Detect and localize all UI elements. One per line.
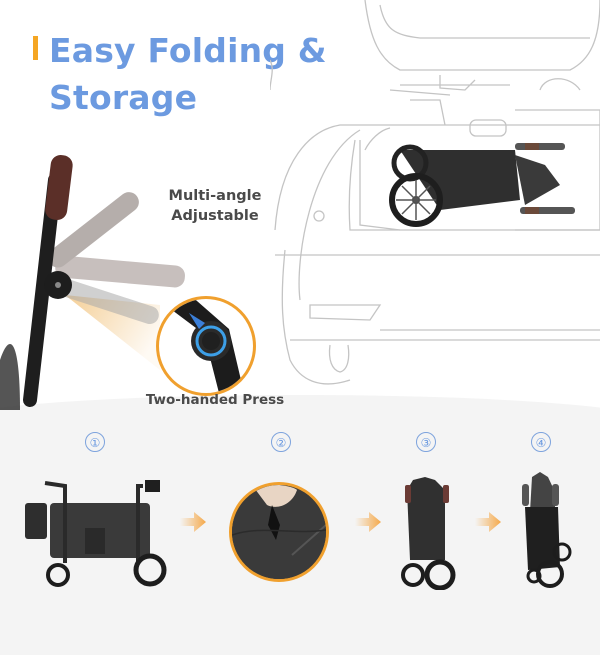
arrow-right-icon	[475, 512, 501, 532]
press-button-closeup	[156, 296, 256, 396]
step-4-fully-folded-image	[522, 472, 572, 588]
step-3-partially-folded-image	[401, 477, 456, 590]
car-trunk-illustration	[270, 0, 600, 385]
title-line-2: Storage	[49, 78, 198, 117]
two-handed-press-label: Two-handed Press	[145, 392, 285, 408]
hand-pull-icon	[232, 485, 326, 579]
step-1-unfolded-wagon-image	[25, 480, 167, 587]
fold-button-icon	[164, 299, 244, 393]
step-2-number: ②	[271, 432, 291, 452]
arrow-right-icon	[355, 512, 381, 532]
multi-angle-label: Multi-angle Adjustable	[160, 186, 270, 226]
title-line-1: Easy Folding &	[49, 31, 327, 70]
step-3-number: ③	[416, 432, 436, 452]
step-4-number: ④	[531, 432, 551, 452]
title-accent-bar	[33, 36, 38, 60]
handle-adjust-illustration	[0, 155, 185, 410]
handle-ghost-positions	[47, 192, 185, 325]
multi-angle-label-line-1: Multi-angle	[168, 188, 262, 204]
page-title: Easy Folding & Storage	[49, 27, 327, 121]
arrow-right-icon	[180, 512, 206, 532]
step-1-number: ①	[85, 432, 105, 452]
folded-wagon-in-trunk	[389, 143, 575, 227]
multi-angle-label-line-2: Adjustable	[171, 208, 259, 224]
step-2-pull-handle-image	[229, 482, 329, 582]
